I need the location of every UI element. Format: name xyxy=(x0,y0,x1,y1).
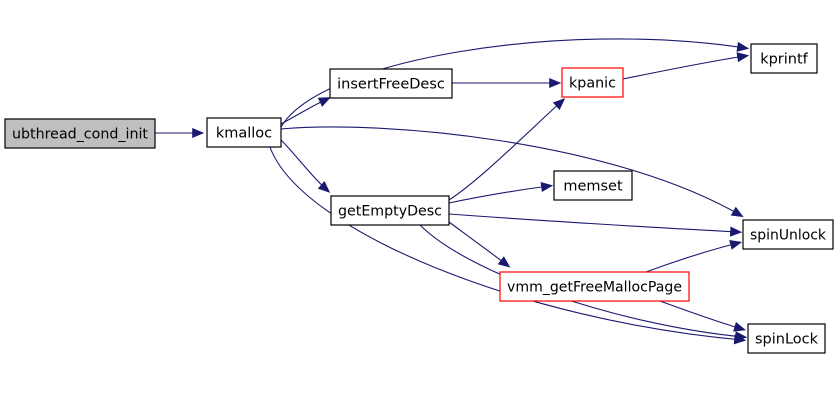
node-box-ubthread_cond_init[interactable] xyxy=(4,118,156,149)
arrowhead xyxy=(497,256,511,268)
arrowhead xyxy=(736,41,750,52)
edge-getEmptyDesc-to-spinUnlock xyxy=(448,213,743,237)
arrowhead xyxy=(549,77,562,89)
node-kpanic[interactable]: kpanic xyxy=(561,67,624,98)
arrowhead xyxy=(317,181,331,193)
node-label-kmalloc: kmalloc xyxy=(216,126,272,142)
arrowhead xyxy=(192,127,205,139)
nodes-layer: ubthread_cond_init kmalloc insertFreeDesc g… xyxy=(4,43,834,354)
node-box-kmalloc[interactable] xyxy=(206,117,282,148)
node-box-kprintf[interactable] xyxy=(750,43,818,74)
node-box-spinLock[interactable] xyxy=(747,323,826,354)
edge-getEmptyDesc-to-vmm_getFreeMallocPage xyxy=(448,221,511,268)
node-box-kpanic[interactable] xyxy=(561,67,624,98)
node-box-getEmptyDesc[interactable] xyxy=(330,195,450,226)
edge-kmalloc-to-spinUnlock xyxy=(280,126,744,218)
arrowhead xyxy=(736,52,750,63)
node-label-spinUnlock: spinUnlock xyxy=(750,228,827,244)
edge-vmm_getFreeMallocPage-to-spinUnlock xyxy=(645,240,743,273)
arrowhead xyxy=(729,226,743,237)
arrowhead xyxy=(733,321,747,332)
node-spinLock[interactable]: spinLock xyxy=(747,323,826,354)
node-vmm_getFreeMallocPage[interactable]: vmm_getFreeMallocPage xyxy=(499,271,690,302)
edges-layer xyxy=(155,38,750,345)
node-label-spinLock: spinLock xyxy=(755,332,819,348)
node-ubthread_cond_init[interactable]: ubthread_cond_init xyxy=(4,118,156,149)
node-label-getEmptyDesc: getEmptyDesc xyxy=(338,204,442,220)
node-label-insertFreeDesc: insertFreeDesc xyxy=(337,77,445,93)
edge-kmalloc-to-spinLock xyxy=(269,146,747,345)
node-box-insertFreeDesc[interactable] xyxy=(329,68,453,99)
node-kmalloc[interactable]: kmalloc xyxy=(206,117,282,148)
edge-ubthread_cond_init-to-kmalloc xyxy=(155,127,205,139)
edge-kmalloc-to-kprintf xyxy=(280,38,750,128)
edge-getEmptyDesc-to-kpanic xyxy=(448,98,566,201)
edge-kmalloc-to-getEmptyDesc xyxy=(280,139,331,193)
node-box-memset[interactable] xyxy=(553,170,633,201)
node-insertFreeDesc[interactable]: insertFreeDesc xyxy=(329,68,453,99)
node-box-spinUnlock[interactable] xyxy=(742,219,834,250)
edge-vmm_getFreeMallocPage-to-spinLock xyxy=(659,300,747,332)
node-memset[interactable]: memset xyxy=(553,170,633,201)
edge-insertFreeDesc-to-kpanic xyxy=(452,77,562,89)
edge-kmalloc-to-insertFreeDesc xyxy=(280,97,331,125)
node-label-kpanic: kpanic xyxy=(569,76,616,92)
arrowhead xyxy=(729,240,743,250)
edge-getEmptyDesc-to-memset xyxy=(448,181,554,204)
edge-kpanic-to-kprintf xyxy=(622,52,750,80)
arrowhead xyxy=(734,331,748,342)
node-kprintf[interactable]: kprintf xyxy=(750,43,818,74)
node-label-memset: memset xyxy=(563,179,623,195)
node-label-kprintf: kprintf xyxy=(760,52,808,68)
arrowhead xyxy=(317,97,331,107)
node-spinUnlock[interactable]: spinUnlock xyxy=(742,219,834,250)
arrowhead xyxy=(552,98,566,110)
arrowhead xyxy=(540,181,554,193)
arrowhead xyxy=(730,206,744,218)
node-label-vmm_getFreeMallocPage: vmm_getFreeMallocPage xyxy=(507,280,682,296)
node-box-vmm_getFreeMallocPage[interactable] xyxy=(499,271,690,302)
node-label-ubthread_cond_init: ubthread_cond_init xyxy=(12,127,148,143)
node-getEmptyDesc[interactable]: getEmptyDesc xyxy=(330,195,450,226)
